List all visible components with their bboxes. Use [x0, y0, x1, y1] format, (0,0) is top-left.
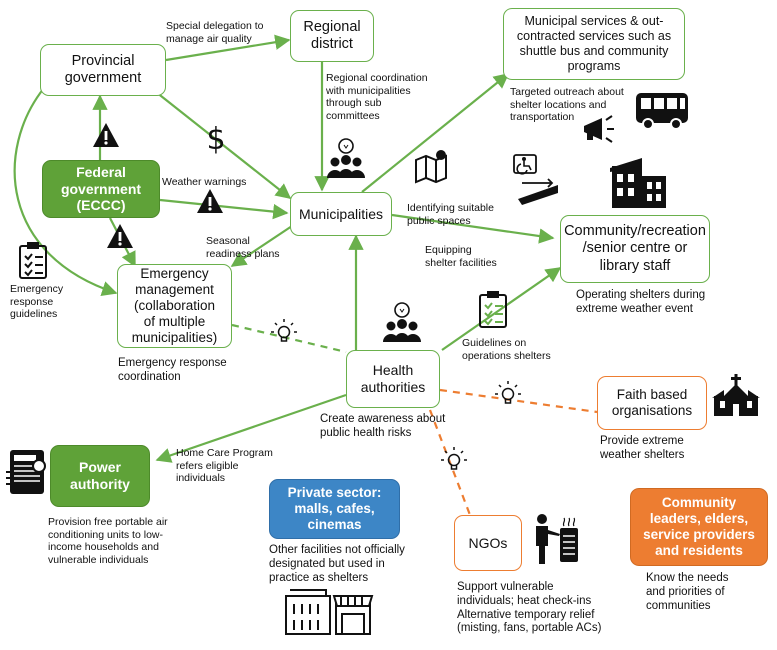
- arrow-provincial-to-municipalities: [155, 91, 292, 199]
- municipalities-label: Municipalities: [298, 205, 384, 222]
- bus-icon: [636, 93, 688, 130]
- equipping-facilities-label: Equipping shelter facilities: [425, 244, 497, 269]
- arrow-provincial-to-regional: [165, 34, 291, 62]
- dollar-icon: $: [206, 122, 225, 157]
- team-idea-icon: [383, 302, 421, 342]
- lightbulb-icon: [495, 381, 521, 404]
- identifying-spaces-label: Identifying suitable public spaces: [407, 202, 494, 227]
- dashed-health-faith: [439, 388, 598, 414]
- home-care-label: Home Care Program refers eligible indivi…: [176, 447, 273, 485]
- provincial-government-node: Provincial government: [40, 44, 166, 96]
- regional-coordination-label: Regional coordination with municipalitie…: [326, 72, 428, 122]
- clipboard-icon: [19, 242, 47, 279]
- megaphone-icon: [584, 115, 614, 143]
- warning-icon: [93, 123, 119, 147]
- lightbulb-icon: [271, 319, 297, 342]
- weather-warnings-label: Weather warnings: [162, 176, 247, 188]
- clipboard-icon: [479, 291, 507, 328]
- health-authorities-label: Health authorities: [360, 362, 426, 395]
- municipalities-node: Municipalities: [290, 192, 392, 236]
- warning-icon: [197, 189, 223, 213]
- air-conditioner-icon: [6, 450, 46, 494]
- church-icon: [712, 374, 760, 416]
- green-arrows: [13, 34, 562, 463]
- know-needs-label: Know the needs and priorities of communi…: [646, 572, 729, 612]
- other-facilities-label: Other facilities not officially designat…: [269, 544, 405, 584]
- create-awareness-label: Create awareness about public health ris…: [320, 413, 446, 439]
- community-leaders-node: Community leaders, elders, service provi…: [630, 488, 768, 566]
- community-centre-label: Community/recreation /senior centre or l…: [564, 222, 706, 274]
- ngos-node: NGOs: [454, 515, 522, 571]
- arrow-provincial-to-emergency: [13, 87, 118, 296]
- dashed-emergency-health: [231, 323, 347, 354]
- arrow-health-to-community-centre: [441, 267, 562, 351]
- power-authority-label: Power authority: [70, 459, 130, 492]
- arrow-municipalities-to-community-centre: [391, 213, 555, 244]
- map-pin-icon: [415, 150, 447, 184]
- support-vulnerable-label: Support vulnerable individuals; heat che…: [457, 581, 602, 635]
- team-idea-icon: [327, 138, 365, 178]
- federal-government-label: Federal government (ECCC): [60, 163, 142, 214]
- emergency-guidelines-label: Emergency response guidelines: [10, 283, 64, 321]
- faith-based-node: Faith based organisations: [597, 376, 707, 430]
- health-authorities-node: Health authorities: [346, 350, 440, 408]
- shops-icon: [285, 589, 374, 635]
- guidelines-operations-label: Guidelines on operations shelters: [462, 337, 551, 362]
- faith-based-label: Faith based organisations: [611, 386, 693, 418]
- arrow-municipalities-to-services: [361, 73, 510, 193]
- private-sector-node: Private sector: malls, cafes, cinemas: [269, 479, 400, 539]
- ngos-label: NGOs: [468, 534, 508, 551]
- arrow-health-to-power: [155, 393, 347, 463]
- building-icon: [610, 158, 666, 208]
- seasonal-readiness-label: Seasonal readiness plans: [206, 235, 280, 260]
- regional-district-label: Regional district: [303, 18, 361, 52]
- accessible-ramp-icon: [513, 154, 558, 205]
- arrow-municipalities-to-emergency: [230, 225, 293, 267]
- community-centre-node: Community/recreation /senior centre or l…: [560, 215, 710, 283]
- provision-ac-label: Provision free portable air conditioning…: [48, 516, 168, 566]
- power-authority-node: Power authority: [50, 445, 150, 507]
- municipal-services-node: Municipal services & out- contracted ser…: [503, 8, 685, 80]
- private-sector-label: Private sector: malls, cafes, cinemas: [287, 484, 382, 533]
- targeted-outreach-label: Targeted outreach about shelter location…: [510, 86, 624, 124]
- emergency-management-label: Emergency management (collaboration of m…: [131, 265, 218, 346]
- operating-shelters-label: Operating shelters during extreme weathe…: [576, 289, 706, 315]
- emergency-coordination-label: Emergency response coordination: [118, 357, 227, 383]
- federal-government-node: Federal government (ECCC): [42, 160, 160, 218]
- municipal-services-label: Municipal services & out- contracted ser…: [516, 14, 672, 73]
- provincial-government-label: Provincial government: [64, 52, 142, 86]
- community-leaders-label: Community leaders, elders, service provi…: [643, 494, 755, 559]
- regional-district-node: Regional district: [290, 10, 374, 62]
- dashed-health-ngos: [428, 409, 472, 516]
- lightbulb-icon: [441, 447, 467, 470]
- person-heater-icon: [536, 514, 578, 564]
- emergency-management-node: Emergency management (collaboration of m…: [117, 264, 232, 348]
- special-delegation-label: Special delegation to manage air quality: [166, 20, 264, 45]
- dashed-links: [231, 323, 598, 516]
- provide-shelters-label: Provide extreme weather shelters: [600, 435, 685, 461]
- warning-icon: [107, 224, 133, 248]
- arrow-federal-to-municipalities: [159, 198, 289, 220]
